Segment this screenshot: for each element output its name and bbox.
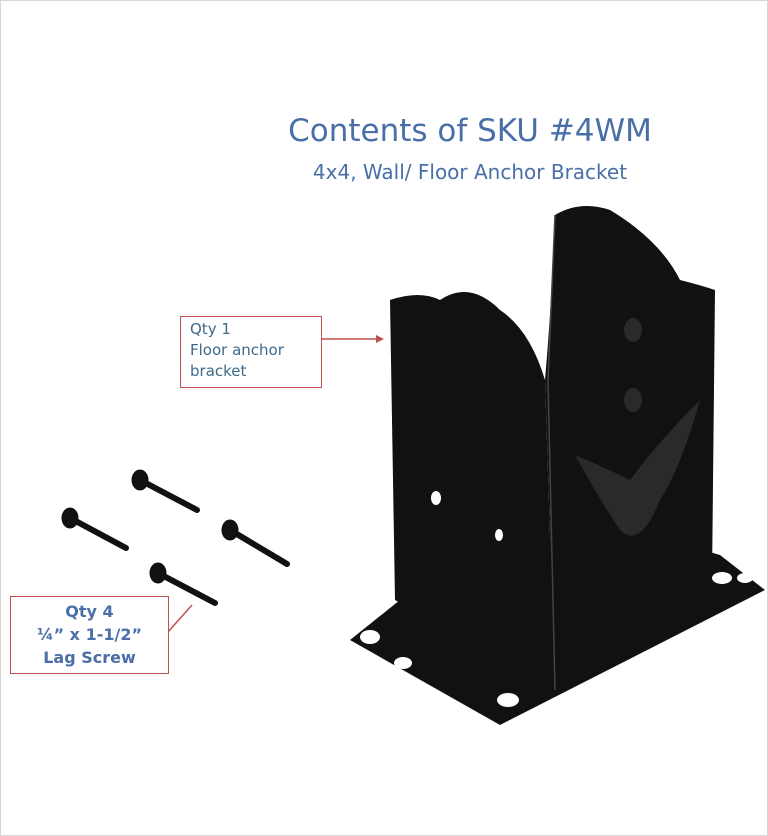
bracket-qty: Qty 1: [190, 320, 231, 338]
page-subtitle: 4x4, Wall/ Floor Anchor Bracket: [312, 160, 628, 184]
lag-screw-icon: [131, 469, 200, 513]
bracket-label-line1: Floor anchor: [190, 341, 284, 359]
bracket-logo: [575, 318, 700, 536]
screw-size: ¼” x 1-1/2”: [37, 625, 142, 644]
anchor-bracket: [350, 206, 765, 725]
screw-name: Lag Screw: [43, 648, 136, 667]
bracket-callout: Qty 1 Floor anchor bracket: [180, 316, 322, 388]
lag-screw-icon: [149, 562, 218, 606]
page-title: Contents of SKU #4WM: [288, 113, 652, 149]
bracket-right-plate: [545, 206, 715, 690]
lag-screw-icon: [221, 519, 290, 567]
lag-screws: [61, 469, 290, 606]
screw-callout: Qty 4 ¼” x 1-1/2” Lag Screw: [10, 596, 169, 674]
bracket-holes: [360, 491, 753, 707]
screw-callout-arrow: [167, 604, 193, 633]
screw-qty: Qty 4: [65, 602, 114, 621]
bracket-left-plate: [390, 292, 555, 690]
lag-screw-icon: [61, 507, 129, 551]
bracket-label-line2: bracket: [190, 362, 247, 380]
